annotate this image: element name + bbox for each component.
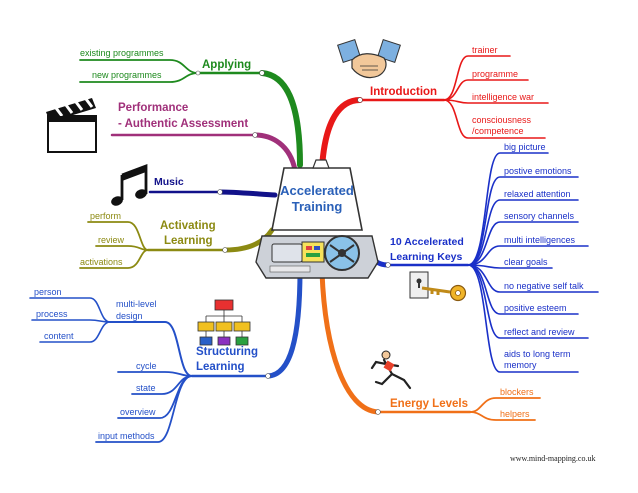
music-branch-lines [148,189,278,198]
dot-energy [375,409,381,415]
key-item-3: relaxed attention [504,189,571,199]
line-input-methods [95,375,193,443]
line-programme [443,79,529,101]
performance-label-line2: - Authentic Assessment [118,118,249,130]
music-label: Music [154,176,184,188]
center-title-line1: Accelerated [280,183,354,198]
branch-applying [259,70,303,168]
existing-programmes-label: existing programmes [80,48,164,58]
perform-label: perform [90,211,122,221]
programme-label: programme [472,69,519,79]
key-item-1: big picture [504,142,546,152]
introduction-branch-lines [319,55,549,171]
line-content [39,321,111,343]
dot-activating [222,247,228,253]
dot-performance [252,132,258,138]
center-title: Accelerated Training [276,183,358,215]
multilevel-label-line1: multi-level [116,299,157,309]
music-notes-icon [111,163,148,206]
activations-label: activations [80,257,123,267]
key-item-5: multi intelligences [504,235,576,245]
overview-label: overview [120,407,156,417]
key-item-9: reflect and review [504,327,575,337]
branch-performance [252,132,298,173]
line-key-3 [467,199,579,266]
line-new-programmes [79,72,199,83]
applying-label: Applying [202,59,252,71]
dot-music [217,189,223,195]
handshake-icon [337,39,401,79]
structuring-label-line2: Learning [196,361,245,373]
content-label: content [44,331,74,341]
helpers-label: helpers [500,409,530,419]
credit-text: www.mind-mapping.co.uk [510,454,596,463]
intelligence-war-label: intelligence war [472,92,535,102]
key-item-7: no negative self talk [504,281,584,291]
branch-structuring [265,267,303,379]
key-item-10: aids to long term memory [504,349,571,370]
line-helpers [469,411,536,421]
branch-junction-dots [195,70,391,415]
activating-label-line1: Activating [160,220,216,232]
line-activations [79,249,149,269]
trainer-label: trainer [472,45,498,55]
key-item-6: clear goals [504,257,548,267]
activating-label-line2: Learning [164,235,213,247]
keys-label-line2: Learning Keys [390,251,463,263]
key-item-2: postive emotions [504,166,572,176]
energy-branch-lines [319,269,541,421]
review-label: review [98,235,125,245]
performance-label-line1: Performance [118,102,189,114]
branch-music [217,189,278,198]
branch-introduction [319,97,363,171]
line-consciousness [443,99,546,139]
structuring-label-line1: Structuring [196,346,258,358]
structuring-branch-lines [29,267,303,443]
line-key-2 [467,176,579,266]
cycle-label: cycle [136,361,157,371]
dot-applying [259,70,265,76]
multilevel-label-line2: design [116,311,143,321]
performance-branch-lines [110,132,298,173]
consciousness-label: consciousness /competence [472,115,532,136]
dot-structuring [265,373,271,379]
input-methods-label: input methods [98,431,155,441]
activating-branch-lines [79,221,275,269]
dot-applying-split [195,70,201,76]
dot-introduction [357,97,363,103]
key-item-8: positive esteem [504,303,567,313]
branch-energy [319,269,381,415]
center-title-line2: Training [291,199,343,214]
clapperboard-icon [46,98,97,153]
introduction-label: Introduction [370,86,438,98]
dashboard-icon [255,159,379,279]
dot-keys [385,262,391,268]
keys-branch-lines [367,152,599,373]
energy-label: Energy Levels [390,398,468,410]
process-label: process [36,309,68,319]
state-label: state [136,383,156,393]
line-intelligence-war [443,99,549,104]
runner-icon [370,350,412,390]
key-item-4: sensory channels [504,211,575,221]
blockers-label: blockers [500,387,534,397]
new-programmes-label: new programmes [92,70,162,80]
line-key-1 [467,152,549,266]
keys-label-line1: 10 Accelerated [390,236,464,248]
applying-branch-lines [79,59,303,168]
line-multilevel [109,321,193,377]
key-icon [409,271,467,302]
flowchart-icon [197,299,251,346]
line-key-10 [467,264,579,373]
branch-activating [222,227,275,253]
person-label: person [34,287,62,297]
